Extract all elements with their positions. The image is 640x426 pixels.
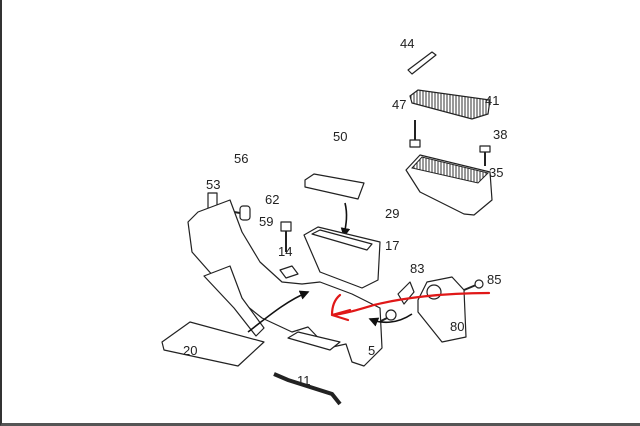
label-35: 35 xyxy=(489,165,503,180)
part-20-lid xyxy=(161,321,265,367)
part-59-nut xyxy=(279,265,299,279)
part-62-bolt xyxy=(280,221,292,252)
label-44: 44 xyxy=(400,36,414,51)
part-17-screw xyxy=(378,309,397,323)
label-59: 59 xyxy=(259,214,273,229)
part-47-screw xyxy=(409,120,421,148)
label-20: 20 xyxy=(183,343,197,358)
label-53: 53 xyxy=(206,177,220,192)
label-47: 47 xyxy=(392,97,406,112)
red-annotation-arrow xyxy=(330,291,491,322)
label-50: 50 xyxy=(333,129,347,144)
part-11-rod xyxy=(273,372,342,406)
label-29: 29 xyxy=(385,206,399,221)
part-44-strip xyxy=(407,51,437,75)
label-17: 17 xyxy=(385,238,399,253)
part-35-tray xyxy=(405,154,493,216)
arrow-20-to-5 xyxy=(247,290,310,333)
label-62: 62 xyxy=(265,192,279,207)
part-50-lid xyxy=(304,173,365,200)
part-41-mat xyxy=(409,89,491,120)
label-85: 85 xyxy=(487,272,501,287)
label-5: 5 xyxy=(368,343,375,358)
part-38-screw xyxy=(479,145,491,166)
part-85-screw xyxy=(463,279,484,291)
arrow-50-to-29 xyxy=(340,202,351,238)
arrow-80-to-5 xyxy=(368,313,413,327)
label-56: 56 xyxy=(234,151,248,166)
label-11: 11 xyxy=(297,373,311,388)
part-5-console xyxy=(187,199,383,367)
label-83: 83 xyxy=(410,261,424,276)
label-38: 38 xyxy=(493,127,507,142)
label-14: 14 xyxy=(278,244,292,259)
label-41: 41 xyxy=(485,93,499,108)
part-83-insert xyxy=(397,281,415,305)
label-80: 80 xyxy=(450,319,464,334)
